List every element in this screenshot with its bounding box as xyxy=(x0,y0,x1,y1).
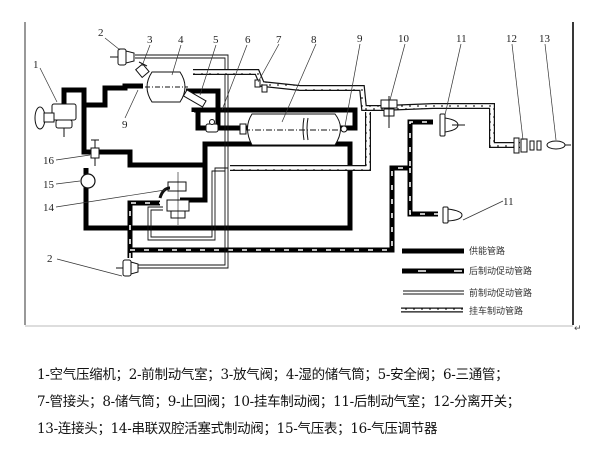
pipe-joint-icon xyxy=(254,79,268,93)
coupling-head-icon xyxy=(546,140,571,150)
label-14: 14 xyxy=(43,202,55,214)
wet-air-reservoir-icon xyxy=(145,71,188,103)
legend-label-supply: 供能管路 xyxy=(469,245,505,257)
label-9-left: 9 xyxy=(122,119,128,131)
legend-label-trailer: 挂车制动管路 xyxy=(469,305,523,317)
safety-valve-icon xyxy=(182,89,207,108)
label-9-top: 9 xyxy=(357,33,363,45)
legend: 供能管路 后制动促动管路 前制动促动管路 挂车制动管路 xyxy=(401,245,532,317)
legend-label-rear: 后制动促动管路 xyxy=(469,265,532,277)
label-10: 10 xyxy=(398,33,410,45)
front-brake-chamber-top-icon xyxy=(110,48,135,66)
label-11-bottom: 11 xyxy=(503,196,514,208)
front-brake-pipes xyxy=(135,54,229,269)
rear-brake-pipes xyxy=(127,119,438,258)
leader-lines xyxy=(39,37,557,277)
label-4: 4 xyxy=(178,34,184,46)
label-8: 8 xyxy=(311,34,317,46)
trailer-brake-valve-icon xyxy=(380,96,398,128)
supply-pipe-main-reservoir-bottom xyxy=(100,141,353,231)
label-15: 15 xyxy=(43,179,55,191)
label-5: 5 xyxy=(213,34,219,46)
label-12: 12 xyxy=(506,33,517,45)
label-7: 7 xyxy=(276,34,282,46)
supply-pipes xyxy=(61,83,358,231)
caption-line-1: 1-空气压缩机；2-前制动气室；3-放气阀；4-湿的储气筒；5-安全阀；6-三通… xyxy=(37,367,509,383)
front-brake-chamber-bottom-icon xyxy=(116,259,139,277)
supply-pipe-governor xyxy=(81,105,208,168)
dual-circuit-brake-valve-icon xyxy=(158,172,190,225)
supply-pipe-reservoir-right xyxy=(186,88,221,128)
supply-pipe-compressor-reservoir xyxy=(61,83,143,108)
caption-line-3: 13-连接头；14-串联双腔活塞式制动阀；15-气压表；16-气压调节器 xyxy=(37,421,438,437)
rear-brake-chamber-bottom-icon xyxy=(442,206,463,224)
pressure-gauge-icon xyxy=(80,173,96,189)
supply-pipe-threeway-loop xyxy=(195,112,248,131)
label-3: 3 xyxy=(147,34,153,46)
label-1: 1 xyxy=(33,59,39,71)
label-2-bottom: 2 xyxy=(47,253,53,265)
label-6: 6 xyxy=(245,34,251,46)
label-13: 13 xyxy=(539,33,551,45)
supply-pipe-brake-valve xyxy=(180,150,208,203)
air-compressor-icon xyxy=(34,103,77,137)
rear-brake-chamber-top-icon xyxy=(439,113,465,137)
supply-pipe-main-reservoir-top xyxy=(191,107,358,131)
brake-system-diagram: 1 2 3 4 5 6 7 8 9 9 10 11 11 12 13 14 15… xyxy=(24,22,582,334)
disconnect-switch-icon xyxy=(513,137,542,154)
caption: 1-空气压缩机；2-前制动气室；3-放气阀；4-湿的储气筒；5-安全阀；6-三通… xyxy=(37,362,597,443)
return-mark: ↵ xyxy=(574,324,582,334)
label-11-top: 11 xyxy=(456,33,467,45)
label-2-top: 2 xyxy=(98,27,104,39)
caption-line-2: 7-管接头；8-储气筒；9-止回阀；10-挂车制动阀；11-后制动气室；12-分… xyxy=(37,394,520,410)
pressure-governor-icon xyxy=(90,139,100,166)
legend-label-front: 前制动促动管路 xyxy=(469,287,532,299)
label-16: 16 xyxy=(43,155,55,167)
check-valve-icon xyxy=(340,125,348,133)
air-reservoir-icon xyxy=(239,113,346,146)
three-way-pipe-icon xyxy=(205,119,219,133)
